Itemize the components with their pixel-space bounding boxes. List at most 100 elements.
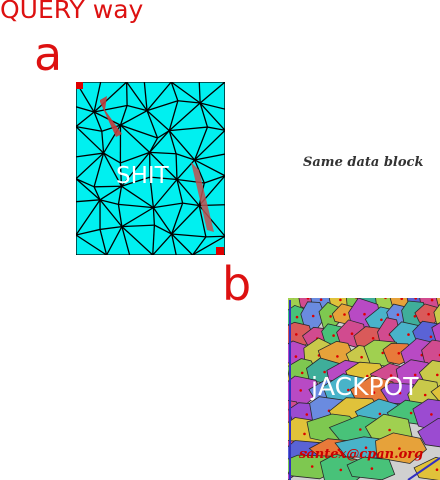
voronoi-site bbox=[355, 298, 358, 299]
voronoi-site bbox=[310, 465, 314, 468]
mesh-edge bbox=[76, 126, 105, 154]
mesh-edge bbox=[152, 207, 156, 226]
mesh-edge bbox=[94, 185, 122, 188]
voronoi-site bbox=[336, 355, 339, 358]
voronoi-site bbox=[388, 428, 391, 432]
mesh-edge bbox=[121, 176, 151, 187]
voronoi-site bbox=[409, 411, 413, 415]
voronoi-site bbox=[381, 351, 384, 355]
mesh-edge bbox=[93, 111, 103, 132]
voronoi-site bbox=[339, 468, 343, 472]
mesh-edge bbox=[194, 126, 209, 161]
voronoi-cell bbox=[375, 432, 428, 464]
mesh-edge bbox=[198, 82, 201, 104]
voronoi-site bbox=[398, 391, 402, 395]
mesh-edge bbox=[93, 152, 105, 188]
mesh-edge bbox=[199, 102, 225, 110]
mesh-edge bbox=[169, 126, 208, 132]
credit-email: santex@cpan.org bbox=[299, 447, 424, 462]
mesh-edge bbox=[199, 102, 225, 131]
mesh-edge bbox=[149, 151, 177, 155]
mesh-edge bbox=[119, 105, 128, 126]
mesh-edge bbox=[171, 233, 194, 255]
voronoi-site bbox=[370, 467, 374, 470]
voronoi-site bbox=[304, 451, 307, 454]
mesh-edge bbox=[126, 104, 148, 112]
triangulation-mesh bbox=[76, 82, 225, 255]
mesh-edge bbox=[176, 179, 184, 204]
mesh-edge bbox=[76, 126, 102, 132]
mesh-edge bbox=[119, 162, 123, 187]
voronoi-panel bbox=[288, 298, 440, 480]
mesh-edge bbox=[126, 82, 148, 112]
mesh-edge bbox=[146, 110, 170, 132]
voronoi-site bbox=[295, 333, 298, 336]
mesh-edge bbox=[76, 178, 95, 188]
triangulation-overlay-text: SHIT bbox=[116, 163, 169, 189]
voronoi-site bbox=[294, 355, 298, 358]
voronoi-cell bbox=[430, 384, 440, 402]
mesh-edge bbox=[120, 110, 148, 126]
voronoi-site bbox=[343, 313, 346, 316]
mesh-edge bbox=[171, 233, 177, 255]
mesh-edge bbox=[175, 153, 195, 161]
mesh-edge bbox=[93, 186, 101, 201]
mesh-edge bbox=[168, 130, 177, 154]
triangulation-panel bbox=[76, 82, 225, 255]
mesh-edge bbox=[152, 233, 173, 255]
voronoi-cell bbox=[417, 417, 440, 448]
mesh-edge bbox=[194, 129, 225, 161]
mesh-edge bbox=[146, 110, 159, 139]
voronoi-site bbox=[350, 332, 354, 335]
mesh-edge bbox=[99, 199, 123, 228]
voronoi-site bbox=[360, 355, 363, 359]
mesh-edge bbox=[120, 151, 150, 164]
mesh-edge bbox=[149, 130, 170, 153]
mesh-edge bbox=[118, 203, 154, 209]
mesh-edge bbox=[149, 176, 178, 181]
voronoi-site bbox=[436, 373, 439, 377]
voronoi-site bbox=[413, 373, 417, 377]
voronoi-cell bbox=[433, 303, 440, 328]
point-b-marker bbox=[216, 247, 224, 255]
mesh-edge bbox=[205, 235, 225, 238]
mesh-edge bbox=[177, 100, 201, 104]
voronoi-site bbox=[364, 446, 368, 449]
mesh-edge bbox=[199, 102, 209, 128]
mesh-edge bbox=[120, 124, 151, 153]
voronoi-site bbox=[323, 370, 326, 374]
voronoi-site bbox=[384, 298, 387, 300]
mesh-edge bbox=[176, 179, 200, 206]
mesh-edge bbox=[192, 236, 207, 255]
mesh-edge bbox=[99, 199, 119, 205]
voronoi-site bbox=[407, 333, 410, 336]
mesh-edge bbox=[149, 177, 155, 208]
mesh-edge bbox=[168, 100, 179, 131]
voronoi-site bbox=[359, 428, 362, 431]
point-a-label: a bbox=[34, 27, 63, 81]
mesh-edge bbox=[171, 205, 200, 235]
mesh-edge bbox=[168, 102, 201, 132]
voronoi-site bbox=[396, 313, 400, 316]
mesh-edge bbox=[154, 224, 172, 235]
caption-text: Same data block bbox=[303, 155, 424, 170]
mesh-edge bbox=[121, 226, 154, 255]
voronoi-site bbox=[397, 352, 401, 355]
mesh-edge bbox=[106, 226, 123, 255]
mesh-edge bbox=[76, 106, 95, 113]
mesh-edge bbox=[149, 151, 178, 180]
voronoi-site bbox=[429, 335, 433, 339]
voronoi-site bbox=[372, 391, 376, 394]
query-path bbox=[100, 96, 122, 137]
page-title: QUERY way bbox=[0, 0, 144, 24]
mesh-edge bbox=[168, 130, 196, 161]
mesh-edge bbox=[93, 104, 128, 113]
voronoi-bottom-edge bbox=[407, 457, 440, 480]
voronoi-site bbox=[430, 298, 434, 302]
voronoi-site bbox=[311, 314, 315, 318]
voronoi-site bbox=[400, 298, 403, 300]
mesh-edge bbox=[199, 82, 225, 104]
mesh-edge bbox=[207, 126, 225, 131]
mesh-edge bbox=[117, 186, 123, 205]
mesh-edge bbox=[93, 82, 128, 113]
